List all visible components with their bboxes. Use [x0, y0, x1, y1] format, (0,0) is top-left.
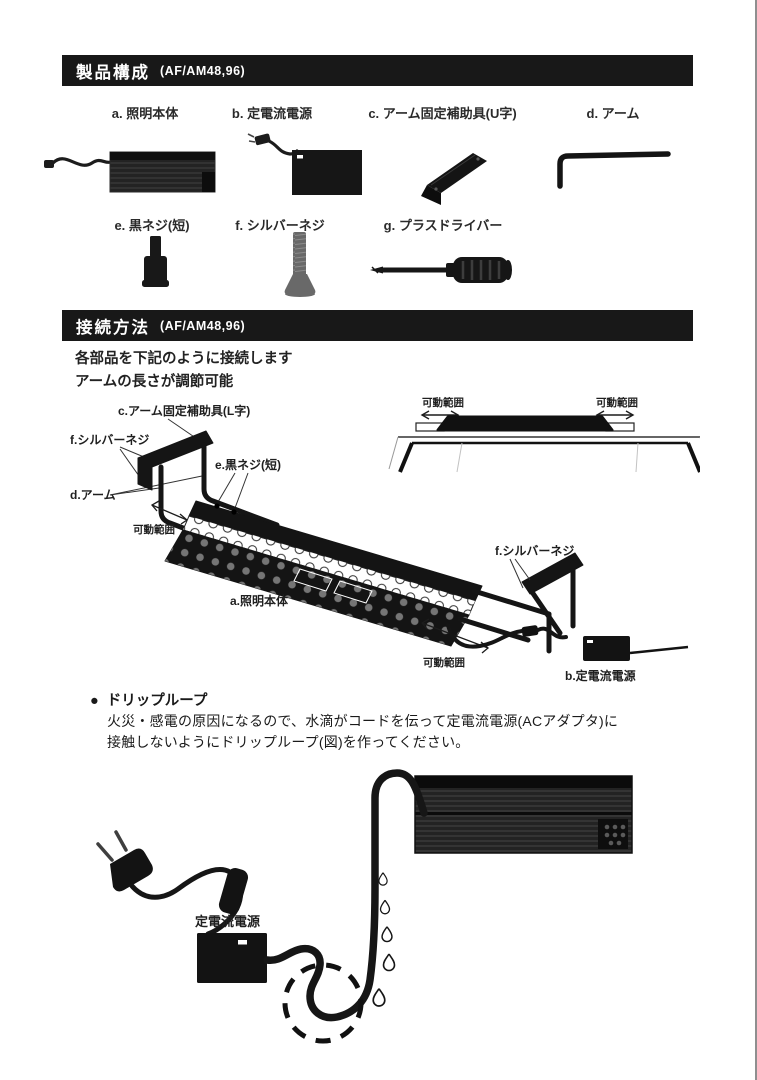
tank-leg-left — [398, 442, 414, 473]
ferrite-bead — [218, 868, 249, 915]
arm-rod-2 — [201, 442, 280, 528]
range-label-tank-right: 可動範囲 — [596, 396, 638, 409]
part-label-c: c. アーム固定補助具(U字) — [368, 106, 517, 121]
ac-plug — [96, 830, 153, 892]
driploop-heading: ● ドリップループ — [90, 689, 207, 710]
light-assembly: c.アーム固定補助具(L字) f.シルバーネジ d.アーム e.黒ネジ(短) 可… — [70, 403, 689, 683]
water-drop-icon — [382, 953, 396, 972]
section-header-connection-method: 接続方法 (AF/AM48,96) — [62, 310, 693, 341]
part-label-f: f. シルバーネジ — [235, 218, 325, 233]
left-bracket — [137, 430, 214, 491]
section2-title: 接続方法 — [76, 318, 150, 337]
dc-cord-with-loop — [263, 769, 428, 1022]
water-drop-icon — [372, 987, 386, 1007]
screwdriver-icon — [370, 257, 512, 283]
black-screw-dot-2 — [231, 509, 237, 515]
bracket-l-label: c.アーム固定補助具(L字) — [118, 403, 250, 418]
bar-sticker-2 — [333, 580, 373, 604]
arm-rod-3 — [457, 616, 531, 643]
section-header-product-composition: 製品構成 (AF/AM48,96) — [62, 55, 693, 86]
section2-model: (AF/AM48,96) — [160, 318, 246, 333]
tank-light-bar — [436, 415, 614, 432]
water-drop-icon — [381, 925, 393, 943]
part-label-e: e. 黒ネジ(短) — [114, 218, 190, 233]
range-label-tank-left: 可動範囲 — [422, 396, 464, 409]
power-supply-box — [583, 636, 630, 661]
arm-rod-1 — [158, 464, 215, 542]
page-right-edge — [755, 0, 757, 1080]
connection-desc-line2: アームの長さが調節可能 — [75, 374, 234, 390]
tank-top-view: 可動範囲 可動範囲 — [388, 396, 700, 473]
power-supply-label: b.定電流電源 — [565, 668, 636, 683]
arm-bracket-icon — [421, 153, 487, 205]
plug-prong-1 — [96, 842, 114, 862]
section1-model: (AF/AM48,96) — [160, 63, 246, 78]
water-drop-icon — [378, 872, 388, 886]
section1-title: 製品構成 — [76, 63, 150, 82]
driploop-text-line1: 火災・感電の原因になるので、水滴がコードを伝って定電流電源(ACアダプタ)に — [107, 713, 619, 729]
bar-sticker-1 — [293, 568, 333, 592]
black-screw-icon — [142, 236, 169, 287]
right-bracket-leg-1 — [527, 586, 563, 636]
light-fixture — [414, 775, 633, 854]
bullet-icon: ● — [90, 693, 99, 709]
part-label-a: a. 照明本体 — [111, 106, 179, 121]
silver-screw-right-label: f.シルバーネジ — [495, 544, 574, 558]
black-screw-dot-1 — [214, 503, 220, 509]
driploop-power-label: 定電流電源 — [194, 914, 260, 929]
power-supply-icon — [247, 133, 362, 195]
range-label-bottom: 可動範囲 — [423, 656, 465, 669]
connection-diagram: 可動範囲 可動範囲 c.アーム固定補助具(L字) f.シル — [70, 396, 700, 683]
arm-rod-icon — [557, 151, 671, 189]
black-screw-label: e.黒ネジ(短) — [215, 457, 281, 472]
driploop-text-line2: 接触しないようにドリップループ(図)を作ってください。 — [107, 734, 470, 750]
range-label-left: 可動範囲 — [133, 523, 175, 536]
driploop-highlight-circle — [282, 962, 364, 1044]
part-label-b: b. 定電流電源 — [231, 106, 313, 121]
silver-screw-left-label: f.シルバーネジ — [70, 433, 149, 447]
right-bracket — [521, 552, 584, 595]
part-label-g: g. プラスドライバー — [383, 218, 503, 233]
arm-label: d.アーム — [70, 488, 116, 502]
light-body-label: a.照明本体 — [230, 593, 289, 608]
silver-screw-icon — [284, 232, 316, 297]
light-body-icon — [44, 151, 216, 193]
tank-leg-right — [686, 442, 700, 473]
dc-connector — [521, 625, 539, 637]
connection-desc-line1: 各部品を下記のように接続します — [75, 351, 293, 367]
driploop-power-supply — [197, 933, 267, 983]
power-cable — [446, 623, 524, 649]
ac-cord — [629, 645, 689, 655]
plug-prong-2 — [114, 830, 128, 852]
driploop-diagram: 定電流電源 — [96, 769, 633, 1044]
water-drop-icon — [379, 899, 391, 915]
part-label-d: d. アーム — [586, 106, 640, 121]
driploop-title: ドリップループ — [106, 693, 208, 709]
